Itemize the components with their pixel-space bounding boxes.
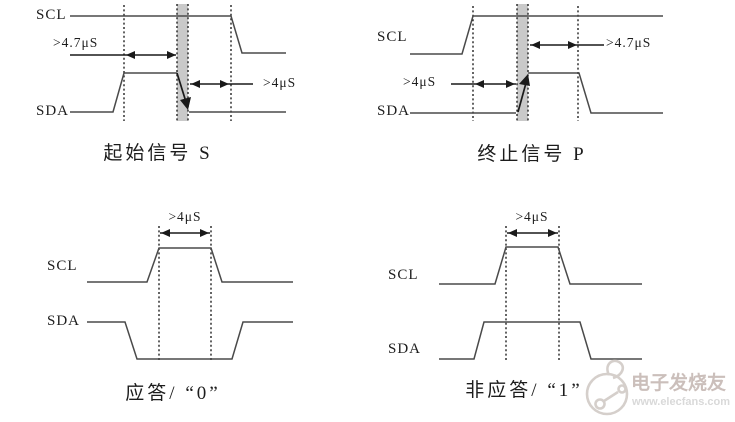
scl-waveform: [70, 15, 286, 54]
sda-label: SDA: [47, 313, 81, 329]
sda-waveform: [87, 321, 293, 360]
start-signal-diagram: [70, 4, 286, 121]
arrowhead-right-icon: [220, 80, 229, 88]
arrowhead-right-icon: [167, 51, 176, 59]
transition-band: [517, 4, 528, 121]
arrowhead-left-icon: [126, 51, 135, 59]
nack-diagram: [439, 226, 642, 360]
stop-signal-caption: 终止信号 P: [477, 144, 587, 165]
clock-high-time-label: >4μS: [168, 209, 202, 224]
setup-time-label: >4μS: [403, 74, 437, 89]
scl-label: SCL: [377, 29, 408, 45]
arrowhead-left-icon: [475, 80, 484, 88]
scl-label: SCL: [36, 7, 67, 23]
scl-label: SCL: [47, 258, 78, 274]
watermark-url-text: www.elecfans.com: [632, 396, 731, 408]
clock-high-time-label: >4μS: [515, 209, 549, 224]
arrowhead-left-icon: [161, 229, 170, 237]
sda-waveform: [439, 321, 642, 360]
sda-waveform: [70, 72, 177, 113]
sda-fall-arrowhead-icon: [180, 97, 191, 110]
arrowhead-right-icon: [548, 229, 557, 237]
sda-label: SDA: [388, 341, 422, 357]
scl-waveform: [87, 247, 293, 283]
sda-label: SDA: [36, 103, 70, 119]
sda-waveform: [528, 72, 663, 114]
sda-falling-edge: [176, 72, 187, 103]
arrowhead-left-icon: [531, 41, 540, 49]
scl-waveform: [439, 246, 642, 285]
bus-free-time-label: >4.7μS: [606, 35, 652, 50]
arrowhead-left-icon: [508, 229, 517, 237]
scl-label: SCL: [388, 267, 419, 283]
setup-time-label: >4.7μS: [53, 35, 99, 50]
watermark-brand-text: 电子发烧友: [631, 373, 727, 394]
logo-circle: [585, 372, 629, 416]
sda-rise-arrowhead-icon: [519, 74, 530, 86]
ack-caption: 应答/ “0”: [125, 383, 221, 404]
start-signal-caption: 起始信号 S: [103, 143, 213, 164]
arrowhead-right-icon: [568, 41, 577, 49]
logo-leaf: [606, 359, 625, 380]
scl-waveform: [410, 15, 663, 55]
transition-band: [177, 4, 188, 121]
stop-signal-diagram: [410, 4, 663, 121]
logo-trace: [603, 390, 619, 403]
nack-caption: 非应答/ “1”: [465, 380, 583, 401]
sda-rising-edge: [517, 82, 527, 113]
hold-time-label: >4μS: [263, 75, 297, 90]
logo-pad: [594, 398, 606, 410]
ack-diagram: [87, 226, 293, 360]
arrowhead-right-icon: [506, 80, 515, 88]
arrowhead-left-icon: [191, 80, 200, 88]
elecfans-logo-icon: [585, 359, 629, 416]
arrowhead-right-icon: [200, 229, 209, 237]
logo-pad: [617, 384, 627, 394]
sda-label: SDA: [377, 103, 411, 119]
